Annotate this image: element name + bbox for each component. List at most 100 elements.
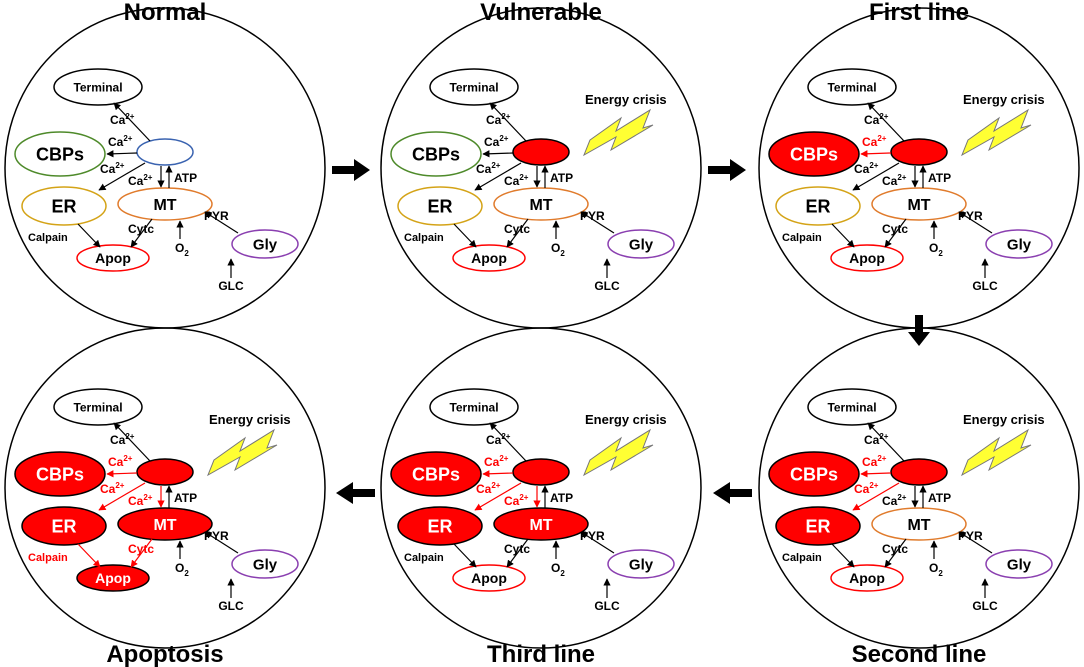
node-er-shape <box>397 506 483 546</box>
label-ca-terminal: Ca2+ <box>864 112 889 127</box>
node-apop-label: Apop <box>471 570 507 586</box>
node-gly-shape <box>607 549 675 579</box>
node-er-shape <box>21 186 107 226</box>
node-mt: MT <box>871 187 967 221</box>
node-terminal-shape <box>53 388 143 426</box>
label-atp: ATP <box>928 171 951 185</box>
node-apop: Apop <box>452 244 526 272</box>
arrow-ca-terminal <box>489 422 527 462</box>
panel-title: Apoptosis <box>106 641 223 667</box>
node-gly-label: Gly <box>629 236 654 253</box>
label-o2: O2 <box>551 241 565 258</box>
label-ca-terminal: Ca2+ <box>110 432 135 447</box>
node-mt: MT <box>493 187 589 221</box>
node-mt-shape <box>871 187 967 221</box>
node-cbps: CBPs <box>768 451 860 497</box>
label-ca-cbps: Ca2+ <box>862 454 887 469</box>
label-calpain: Calpain <box>404 232 444 244</box>
arrow-calpain <box>77 543 101 568</box>
arrow-first-line-to-second-line <box>908 315 930 346</box>
node-apop: Apop <box>452 564 526 592</box>
node-er-shape <box>775 506 861 546</box>
arrow-vulnerable-to-first-line <box>708 159 746 181</box>
label-pyr: PYR <box>580 529 605 543</box>
label-glc: GLC <box>218 279 244 293</box>
node-apop-label: Apop <box>95 570 131 586</box>
panel-title: Third line <box>487 641 595 667</box>
lightning-icon <box>583 428 654 477</box>
node-mt: MT <box>117 187 213 221</box>
node-er-shape <box>775 186 861 226</box>
label-glc: GLC <box>218 599 244 613</box>
node-terminal: Terminal <box>429 68 519 106</box>
node-mt-shape <box>493 507 589 541</box>
node-mt-shape <box>117 507 213 541</box>
label-cytc: Cytc <box>504 222 530 236</box>
node-cbps-label: CBPs <box>790 144 838 164</box>
node-calcium-source <box>512 458 570 486</box>
node-terminal: Terminal <box>53 68 143 106</box>
node-apop-shape <box>76 564 150 592</box>
label-atp: ATP <box>928 491 951 505</box>
label-ca-er: Ca2+ <box>100 161 125 176</box>
node-mt-label: MT <box>153 517 176 534</box>
node-gly-shape <box>231 229 299 259</box>
node-mt-label: MT <box>907 197 930 214</box>
energy-crisis-label: Energy crisis <box>585 92 667 107</box>
node-terminal-shape <box>429 388 519 426</box>
node-er-label: ER <box>427 196 452 216</box>
arrow-calpain <box>831 223 855 248</box>
label-cytc: Cytc <box>882 542 908 556</box>
node-apop-shape <box>76 244 150 272</box>
panel-title: Second line <box>852 641 987 667</box>
node-gly: Gly <box>607 549 675 579</box>
node-mt-shape <box>493 187 589 221</box>
arrow-pyr <box>204 531 239 554</box>
arrow-ca-terminal <box>113 102 151 142</box>
node-mt: MT <box>117 507 213 541</box>
label-cytc: Cytc <box>882 222 908 236</box>
node-gly: Gly <box>231 549 299 579</box>
node-terminal-label: Terminal <box>449 80 498 94</box>
node-er-label: ER <box>805 516 830 536</box>
node-mt-label: MT <box>529 197 552 214</box>
node-er-label: ER <box>51 196 76 216</box>
node-apop-label: Apop <box>471 250 507 266</box>
label-cytc: Cytc <box>128 222 154 236</box>
node-gly: Gly <box>231 229 299 259</box>
label-ca-mt: Ca2+ <box>504 173 529 188</box>
node-cbps: CBPs <box>14 451 106 497</box>
node-terminal-label: Terminal <box>73 80 122 94</box>
node-er-shape <box>21 506 107 546</box>
label-ca-mt: Ca2+ <box>128 493 153 508</box>
node-er-label: ER <box>51 516 76 536</box>
arrow-ca-terminal <box>867 102 905 142</box>
label-ca-er: Ca2+ <box>854 161 879 176</box>
arrow-calpain <box>453 543 477 568</box>
node-gly: Gly <box>607 229 675 259</box>
node-gly-label: Gly <box>629 556 654 573</box>
node-apop-label: Apop <box>849 570 885 586</box>
label-calpain: Calpain <box>782 232 822 244</box>
node-apop: Apop <box>76 564 150 592</box>
node-gly: Gly <box>985 229 1053 259</box>
panel-title: Vulnerable <box>480 0 602 26</box>
label-o2: O2 <box>551 561 565 578</box>
label-atp: ATP <box>174 491 197 505</box>
node-terminal: Terminal <box>807 388 897 426</box>
node-cbps-shape <box>768 451 860 497</box>
arrow-ca-terminal <box>867 422 905 462</box>
label-ca-mt: Ca2+ <box>882 173 907 188</box>
node-cbps-shape <box>14 451 106 497</box>
label-o2: O2 <box>929 241 943 258</box>
node-terminal-label: Terminal <box>73 400 122 414</box>
node-apop: Apop <box>76 244 150 272</box>
node-mt: MT <box>871 507 967 541</box>
node-apop-shape <box>452 564 526 592</box>
node-cbps-label: CBPs <box>412 144 460 164</box>
node-apop-shape <box>830 244 904 272</box>
